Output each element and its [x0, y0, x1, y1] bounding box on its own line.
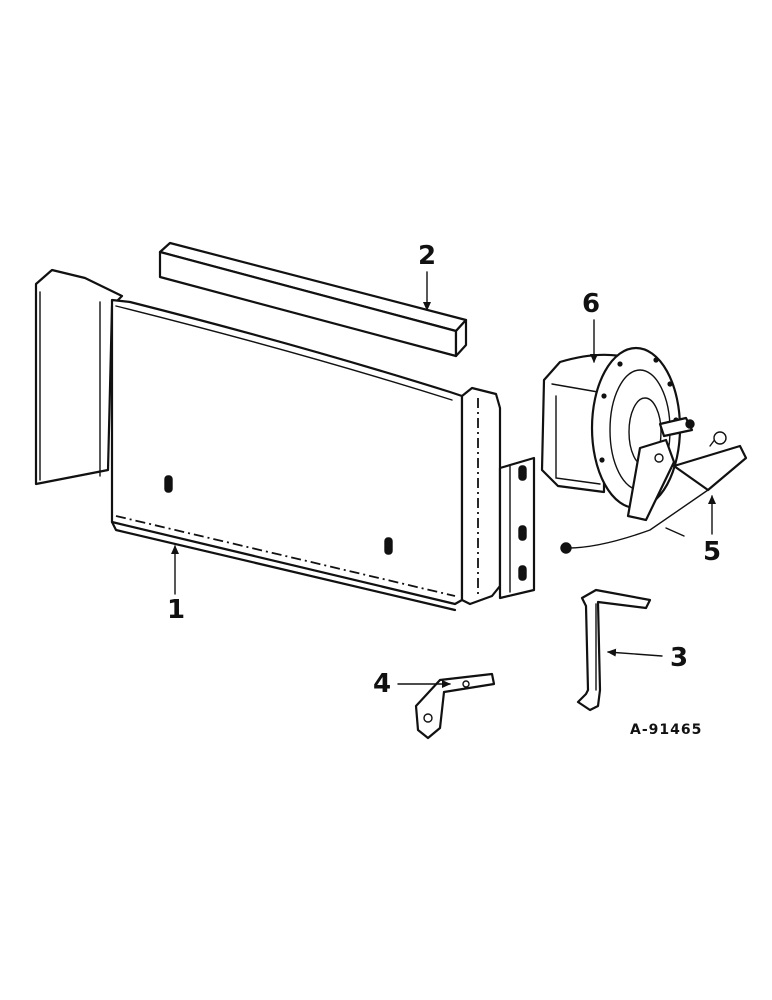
wire-part — [560, 431, 748, 554]
bracket-3-part — [576, 588, 652, 712]
leader-lines — [171, 271, 716, 688]
figure-id: A-91465 — [630, 722, 702, 738]
callout-3: 3 — [670, 643, 688, 673]
callout-6: 6 — [582, 289, 600, 319]
callout-5: 5 — [703, 537, 721, 567]
panel-part — [34, 268, 536, 612]
leader-arrow-3 — [607, 648, 663, 657]
bracket-4-part — [414, 672, 496, 740]
horn-part — [540, 346, 695, 522]
callout-1: 1 — [167, 595, 185, 625]
seal-strip-part — [158, 241, 468, 358]
callout-2: 2 — [418, 241, 436, 271]
callout-4: 4 — [373, 669, 391, 699]
